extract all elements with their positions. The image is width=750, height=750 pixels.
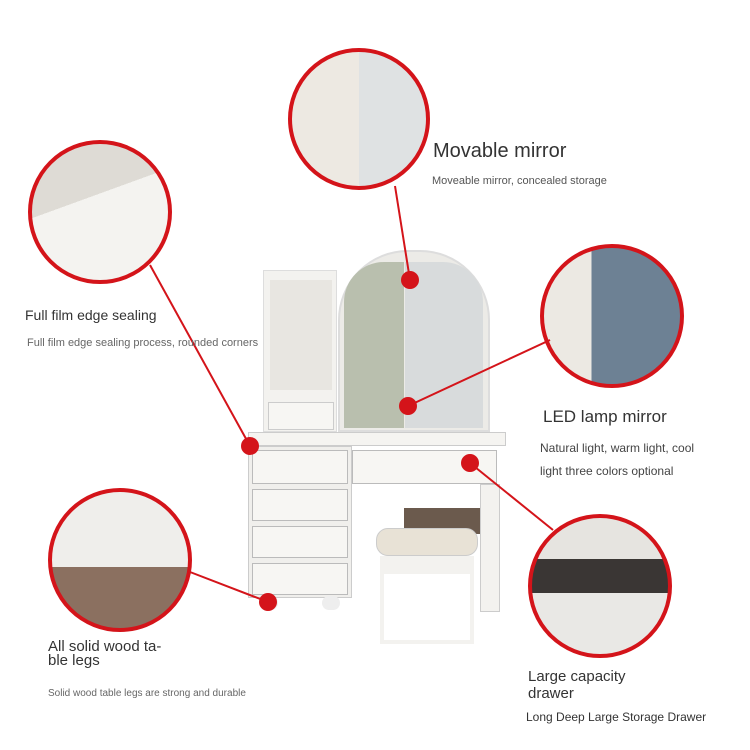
callout-dot [259,593,277,611]
feature-title-wood-legs-line1: All solid wood ta- [48,638,162,655]
feature-title-drawer-line1: Large capacity [528,668,626,685]
feature-title-wood-legs-line2: ble legs [48,652,100,669]
detail-circle-drawer [528,514,672,658]
detail-circle-wood-legs [48,488,192,632]
feature-desc-movable-mirror: Moveable mirror, concealed storage [432,175,607,187]
feature-desc-led-mirror-line2: light three colors optional [540,464,674,478]
feature-title-drawer: Large capacity drawer [528,668,626,702]
feature-title-movable-mirror: Movable mirror [433,140,567,162]
callout-dot [241,437,259,455]
feature-desc-led-mirror-line1: Natural light, warm light, cool [540,441,695,455]
detail-circle-led-mirror [540,244,684,388]
detail-circle-movable-mirror [288,48,430,190]
callout-dot [461,454,479,472]
feature-title-drawer-line2: drawer [528,685,574,702]
callout-dot [401,271,419,289]
feature-desc-drawer: Long Deep Large Storage Drawer [526,710,707,724]
detail-circle-edge-sealing [28,140,172,284]
feature-desc-edge-sealing: Full film edge sealing process, rounded … [27,337,259,349]
feature-desc-wood-legs: Solid wood table legs are strong and dur… [48,688,246,699]
feature-title-led-mirror: LED lamp mirror [543,407,667,426]
feature-title-edge-sealing: Full film edge sealing [25,307,157,323]
callout-dot [399,397,417,415]
feature-title-wood-legs: All solid wood ta- ble legs [48,638,162,669]
